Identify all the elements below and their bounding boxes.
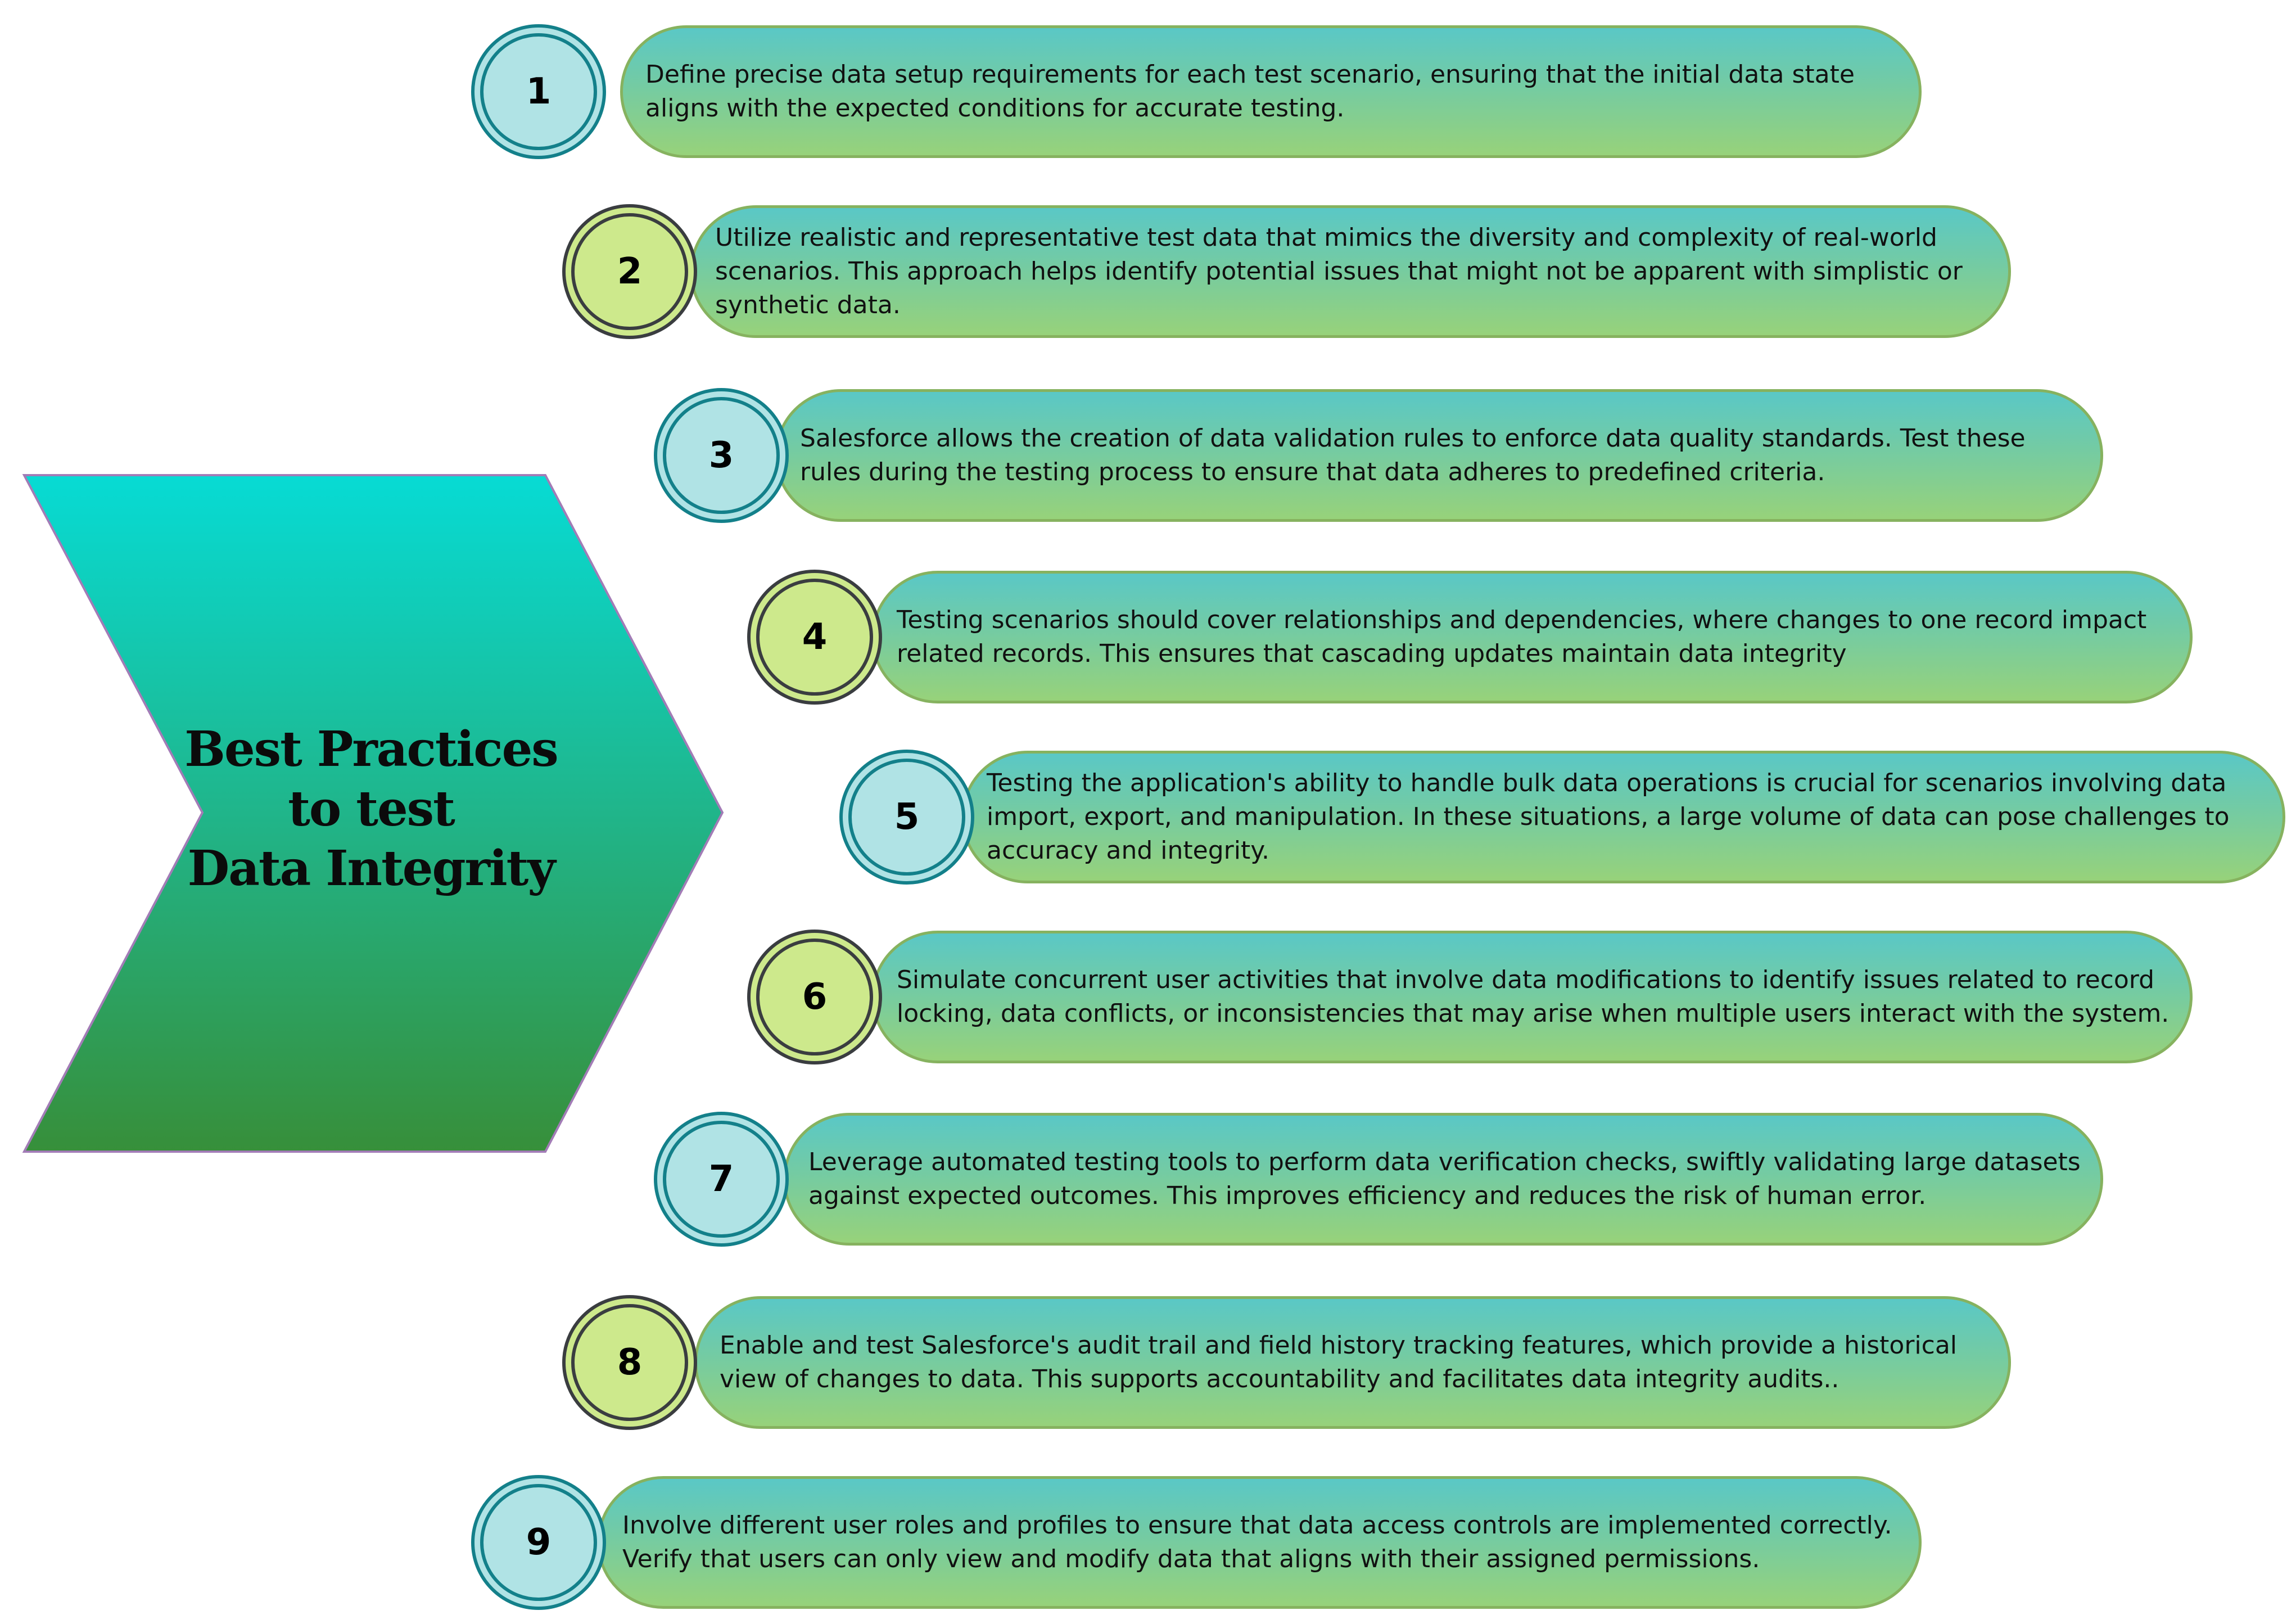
chevron-shape: [22, 474, 724, 1153]
practice-text-8: Enable and test Salesforce's audit trail…: [720, 1331, 1958, 1393]
step-badge-1: 1: [471, 24, 606, 159]
step-number-7: 7: [708, 1158, 734, 1200]
step-badge-3: 3: [654, 388, 789, 523]
step-badge-5: 5: [839, 750, 974, 885]
practice-card-5: Testing the application's ability to han…: [961, 751, 2285, 883]
title-line-1: Best Practices: [184, 721, 558, 778]
practice-text-3: Salesforce allows the creation of data v…: [800, 424, 2026, 486]
practice-card-8: Enable and test Salesforce's audit trail…: [694, 1296, 2011, 1429]
step-number-9: 9: [526, 1522, 552, 1563]
practice-card-7: Leverage automated testing tools to perf…: [783, 1113, 2103, 1246]
practice-card-1: Define precise data setup requirements f…: [620, 25, 1922, 158]
practice-text-4: Testing scenarios should cover relations…: [897, 606, 2147, 668]
step-badge-6: 6: [747, 930, 882, 1064]
step-number-4: 4: [802, 616, 828, 658]
step-number-8: 8: [617, 1342, 643, 1383]
step-badge-4: 4: [747, 570, 882, 705]
step-number-3: 3: [708, 435, 734, 476]
step-number-6: 6: [802, 976, 828, 1018]
practice-card-2: Utilize realistic and representative tes…: [690, 205, 2011, 338]
step-badge-9: 9: [471, 1475, 606, 1610]
step-badge-2: 2: [562, 204, 697, 339]
practice-text-9: Involve different user roles and profile…: [622, 1511, 1892, 1573]
practice-text-6: Simulate concurrent user activities that…: [897, 966, 2170, 1028]
step-number-2: 2: [617, 251, 643, 292]
practice-text-7: Leverage automated testing tools to perf…: [808, 1148, 2081, 1210]
practice-card-6: Simulate concurrent user activities that…: [871, 931, 2193, 1063]
step-badge-8: 8: [562, 1295, 697, 1430]
practice-text-5: Testing the application's ability to han…: [987, 769, 2230, 865]
practice-text-2: Utilize realistic and representative tes…: [715, 223, 1963, 319]
practice-card-3: Salesforce allows the creation of data v…: [775, 389, 2103, 522]
diagram-title: Best Practices to test Data Integrity: [135, 720, 607, 899]
practice-card-9: Involve different user roles and profile…: [597, 1476, 1922, 1609]
practice-text-1: Define precise data setup requirements f…: [645, 60, 1855, 123]
step-number-1: 1: [526, 71, 552, 112]
title-line-2: to test: [288, 781, 455, 837]
title-line-3: Data Integrity: [187, 840, 556, 897]
step-number-5: 5: [894, 796, 920, 838]
practice-card-4: Testing scenarios should cover relations…: [871, 571, 2193, 703]
step-badge-7: 7: [654, 1112, 789, 1247]
